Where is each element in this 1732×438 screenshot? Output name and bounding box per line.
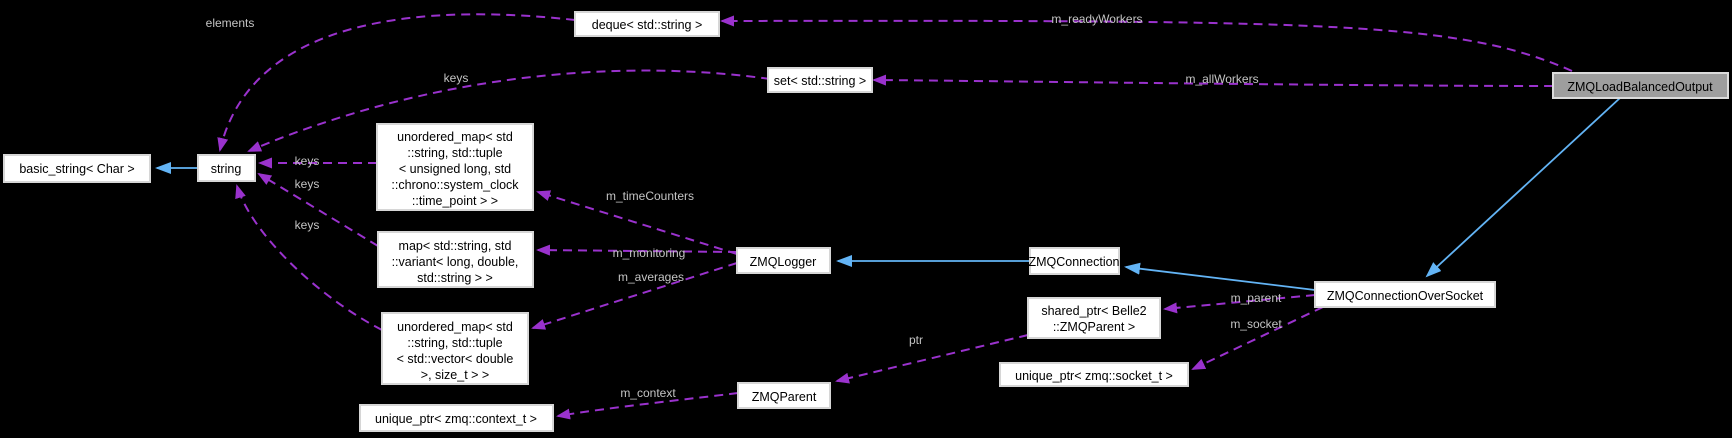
edge-label-ptr: ptr (909, 333, 923, 347)
node-zmq-parent[interactable]: ZMQParent (737, 382, 831, 409)
edge-label-m-socket: m_socket (1230, 317, 1282, 331)
node-zmq-connection-label: ZMQConnection (1028, 255, 1119, 269)
edge-label-m-readyworkers: m_readyWorkers (1051, 12, 1142, 26)
node-umap-time-line3: < unsigned long, std (399, 162, 511, 176)
node-unordered-map-time[interactable]: unordered_map< std ::string, std::tuple … (376, 123, 534, 211)
node-unique-ptr-context-label: unique_ptr< zmq::context_t > (375, 412, 537, 426)
edge-elements-deque-to-string (217, 13, 576, 152)
edge-label-m-parent: m_parent (1231, 291, 1282, 305)
edge-keys-set-to-string (247, 69, 771, 152)
node-umap-time-line1: unordered_map< std (397, 130, 513, 144)
node-shared-ptr-line2: ::ZMQParent > (1053, 320, 1135, 334)
edge-keys-umapvec-to-string (235, 184, 383, 331)
edge-m-allworkers (872, 74, 1554, 87)
node-set-label: set< std::string > (774, 74, 866, 88)
node-basic-string[interactable]: basic_string< Char > (3, 154, 151, 183)
edge-label-elements: elements (206, 16, 255, 30)
node-zmq-logger-label: ZMQLogger (750, 255, 817, 269)
edge-m-context (556, 392, 739, 420)
edge-label-keys-3: keys (295, 218, 320, 232)
node-zmq-connection-over-socket[interactable]: ZMQConnectionOverSocket (1314, 281, 1496, 308)
edge-m-readyworkers (720, 15, 1573, 72)
edge-label-m-allworkers: m_allWorkers (1185, 72, 1258, 86)
edge-m-socket (1191, 306, 1324, 370)
edge-label-keys-2: keys (295, 177, 320, 191)
node-map-variant-line1: map< std::string, std (399, 239, 512, 253)
node-zmq-logger[interactable]: ZMQLogger (736, 247, 831, 274)
edge-zmqcos-inherits-zmqconnection (1124, 262, 1316, 291)
node-string[interactable]: string (197, 154, 256, 182)
node-unique-ptr-context[interactable]: unique_ptr< zmq::context_t > (359, 404, 554, 432)
node-zmq-connection[interactable]: ZMQConnection (1028, 247, 1120, 275)
node-map-variant-line2: ::variant< long, double, (392, 255, 519, 269)
node-umap-time-line2: ::string, std::tuple (407, 146, 502, 160)
node-zmq-load-balanced-output[interactable]: ZMQLoadBalancedOutput (1552, 72, 1729, 99)
node-map-variant-line3: std::string > > (417, 271, 493, 285)
node-unordered-map-vector[interactable]: unordered_map< std ::string, std::tuple … (381, 312, 529, 385)
node-basic-string-label: basic_string< Char > (19, 162, 134, 176)
edge-label-keys-set: keys (444, 71, 469, 85)
node-unique-ptr-socket[interactable]: unique_ptr< zmq::socket_t > (999, 362, 1189, 387)
node-unique-ptr-socket-label: unique_ptr< zmq::socket_t > (1015, 369, 1173, 383)
edge-label-keys-1: keys (295, 154, 320, 168)
node-deque-std-string[interactable]: deque< std::string > (574, 11, 720, 37)
node-umap-vec-line2: ::string, std::tuple (407, 336, 502, 350)
edge-m-averages (531, 262, 738, 330)
node-deque-label: deque< std::string > (592, 18, 703, 32)
node-zmq-parent-label: ZMQParent (752, 390, 817, 404)
edge-m-timecounters (536, 190, 738, 255)
node-umap-vec-line1: unordered_map< std (397, 320, 513, 334)
edge-label-m-averages: m_averages (618, 270, 684, 284)
node-umap-vec-line4: >, size_t > > (421, 368, 489, 382)
edge-label-m-timecounters: m_timeCounters (606, 189, 694, 203)
node-umap-time-line5: ::time_point > > (412, 194, 498, 208)
edge-keys-map-to-string (257, 172, 379, 247)
edge-m-parent (1163, 294, 1316, 314)
edge-label-m-context: m_context (620, 386, 676, 400)
edge-m-monitoring (536, 244, 738, 256)
node-zmqcos-label: ZMQConnectionOverSocket (1327, 289, 1484, 303)
node-shared-ptr-zmq-parent[interactable]: shared_ptr< Belle2 ::ZMQParent > (1027, 297, 1161, 339)
edge-ptr (835, 334, 1029, 384)
node-umap-time-line4: ::chrono::system_clock (391, 178, 519, 192)
node-shared-ptr-line1: shared_ptr< Belle2 (1041, 304, 1146, 318)
node-string-label: string (211, 162, 242, 176)
edge-zlb-inherits-zmqcos (1425, 97, 1621, 278)
node-map-variant[interactable]: map< std::string, std ::variant< long, d… (377, 231, 534, 288)
node-set-std-string[interactable]: set< std::string > (767, 67, 873, 93)
node-zlb-label: ZMQLoadBalancedOutput (1567, 80, 1713, 94)
node-umap-vec-line3: < std::vector< double (397, 352, 514, 366)
edge-label-m-monitoring: m_monitoring (613, 246, 686, 260)
